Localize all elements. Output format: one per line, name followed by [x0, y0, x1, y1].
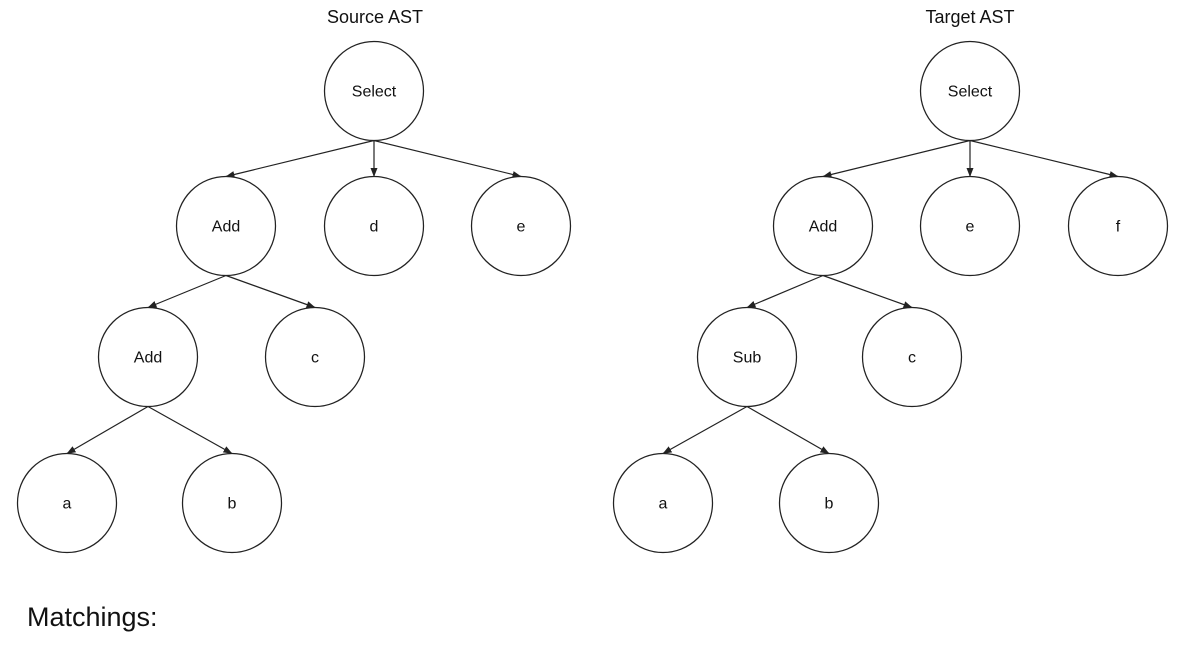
node-label-source-add2: Add: [134, 350, 162, 367]
node-circle-source-c: [264, 306, 366, 408]
node-label-target-e: e: [966, 219, 975, 236]
node-circle-target-c: [861, 306, 963, 408]
node-circle-source-a: [16, 452, 118, 554]
node-circle-source-select: [323, 40, 425, 142]
node-circle-target-sub: [696, 306, 798, 408]
tree-title-target: Target AST: [925, 7, 1014, 27]
edge-source-add2-b: [147, 405, 233, 455]
tree-title-source: Source AST: [327, 7, 423, 27]
edge-target-add-sub: [746, 274, 824, 309]
node-circle-target-e: [919, 175, 1021, 277]
node-circle-target-f: [1067, 175, 1169, 277]
edge-source-add1-add2: [147, 274, 227, 309]
node-label-target-f: f: [1116, 219, 1121, 236]
node-label-target-select: Select: [948, 84, 993, 101]
node-label-source-d: d: [370, 219, 379, 236]
node-label-source-c: c: [311, 350, 319, 367]
node-circle-source-add2: [97, 306, 199, 408]
node-label-target-c: c: [908, 350, 916, 367]
edge-target-add-c: [822, 274, 913, 309]
node-circle-source-d: [323, 175, 425, 277]
node-circle-source-add1: [175, 175, 277, 277]
node-label-target-b: b: [825, 496, 834, 513]
node-circle-target-b: [778, 452, 880, 554]
edge-source-select-e: [373, 139, 522, 178]
node-label-source-add1: Add: [212, 219, 240, 236]
node-label-target-add: Add: [809, 219, 837, 236]
edge-source-add2-a: [66, 405, 149, 455]
node-circle-source-b: [181, 452, 283, 554]
node-label-source-b: b: [228, 496, 237, 513]
node-label-target-sub: Sub: [733, 350, 762, 367]
node-label-source-e: e: [517, 219, 526, 236]
edge-target-sub-a: [662, 405, 748, 455]
edge-target-select-f: [969, 139, 1119, 178]
edge-target-sub-b: [746, 405, 830, 455]
node-label-source-select: Select: [352, 84, 397, 101]
node-circle-target-a: [612, 452, 714, 554]
matchings-label: Matchings:: [27, 602, 158, 632]
node-circle-target-add: [772, 175, 874, 277]
node-circle-target-select: [919, 40, 1021, 142]
node-label-target-a: a: [659, 496, 668, 513]
edge-source-select-add1: [225, 139, 375, 178]
node-label-source-a: a: [63, 496, 72, 513]
edge-source-add1-c: [225, 274, 316, 309]
edge-target-select-add: [822, 139, 971, 178]
node-circle-source-e: [470, 175, 572, 277]
